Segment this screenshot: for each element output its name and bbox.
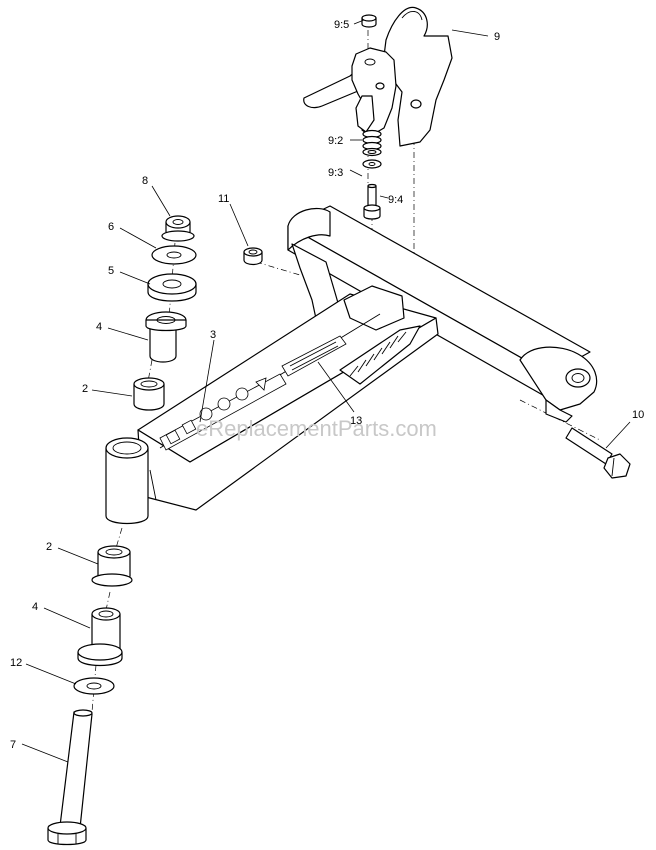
gusset-hatching [349,331,407,377]
pivot-bolt [47,709,93,846]
bushing-lower [91,545,133,587]
bushing-upper [133,377,165,411]
callout-3: 3 [210,329,216,341]
flanged-bushing-lower [77,607,123,667]
spring [362,129,382,157]
watermark-text: eReplacementParts.com [196,416,437,441]
washer-upper [151,245,197,265]
callout-7: 7 [10,739,16,751]
callout-8: 8 [142,175,148,187]
callout-13: 13 [350,415,362,427]
latch-nut [361,14,377,28]
callout-2-lower: 2 [46,541,52,553]
frame-weldment [137,205,598,511]
callout-4-upper: 4 [96,321,102,333]
callout-4-lower: 4 [32,601,38,613]
callout-6: 6 [108,221,114,233]
callout-labels: 9:5 9 9:2 9:3 9:4 8 11 6 5 4 3 2 13 10 2… [10,19,644,751]
flanged-bushing-upper [145,311,187,363]
frame-bolt [565,427,631,479]
flange-nut [161,215,195,242]
callout-12: 12 [10,657,22,669]
label-plate [281,335,347,377]
callout-2-upper: 2 [82,383,88,395]
callout-9-4: 9:4 [388,194,403,206]
callout-9-5: 9:5 [334,19,349,31]
spring-washer [362,159,382,169]
callout-9-2: 9:2 [328,135,343,147]
latch-assembly [303,6,453,147]
callout-5: 5 [108,265,114,277]
callout-9: 9 [494,31,500,43]
leader-lines [21,19,631,763]
callout-9-3: 9:3 [328,167,343,179]
latch-pin [363,183,381,220]
spacer [147,273,197,302]
frame-nut [243,247,263,266]
callout-11: 11 [218,193,229,205]
pivot-tube [105,437,149,525]
callout-10: 10 [632,409,644,421]
safety-decal [159,373,287,451]
washer-lower [73,677,115,695]
